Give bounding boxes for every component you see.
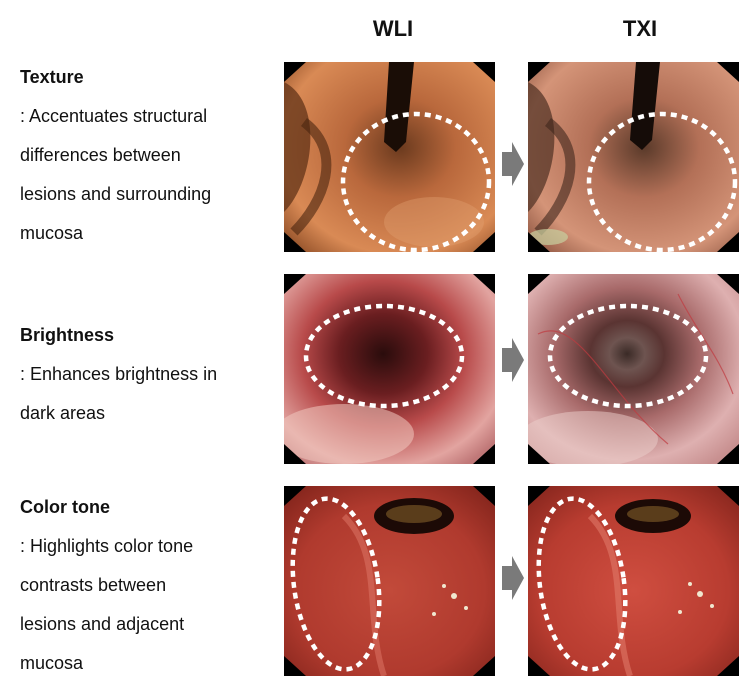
endoscopy-image-color-tone-wli bbox=[284, 486, 495, 676]
row-texture-text: Texture : Accentuates structural differe… bbox=[20, 58, 270, 253]
row-color-tone-text: Color tone : Highlights color tone contr… bbox=[20, 488, 270, 683]
row-texture-description: : Accentuates structural differences bet… bbox=[20, 106, 212, 243]
endoscopy-image-texture-txi bbox=[528, 62, 739, 252]
endoscopy-image-brightness-txi bbox=[528, 274, 739, 464]
column-header-wli: WLI bbox=[372, 16, 414, 41]
right-arrow-icon bbox=[502, 338, 524, 382]
row-color-tone-title: Color tone bbox=[20, 497, 110, 517]
highlight-circle bbox=[340, 111, 492, 252]
highlight-circle bbox=[586, 111, 738, 252]
right-arrow-icon bbox=[502, 556, 524, 600]
row-color-tone-description: : Highlights color tone contrasts betwee… bbox=[20, 536, 194, 673]
endoscopy-image-brightness-wli bbox=[284, 274, 495, 464]
row-texture-title: Texture bbox=[20, 67, 84, 87]
row-brightness-title: Brightness bbox=[20, 325, 115, 345]
endoscopy-image-color-tone-txi bbox=[528, 486, 739, 676]
right-arrow-icon bbox=[502, 142, 524, 186]
column-header-txi: TXI bbox=[622, 16, 658, 41]
row-brightness-description: : Enhances brightness in dark areas bbox=[20, 364, 218, 423]
endoscopy-image-texture-wli bbox=[284, 62, 495, 252]
highlight-circle bbox=[547, 303, 709, 409]
row-brightness-text: Brightness : Enhances brightness in dark… bbox=[20, 316, 270, 433]
highlight-circle bbox=[303, 303, 465, 409]
